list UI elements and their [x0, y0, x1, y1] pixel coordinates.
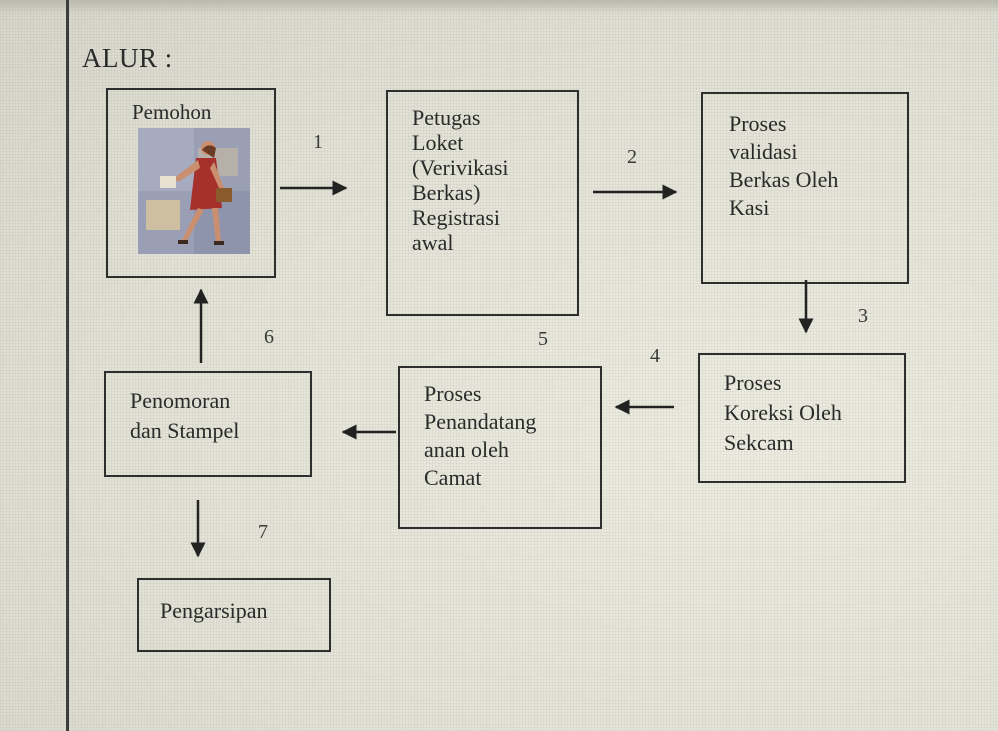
box-petugas-loket [386, 90, 579, 316]
box-pemohon [106, 88, 276, 278]
step-number-6: 6 [264, 326, 274, 348]
box-koreksi [698, 353, 906, 483]
step-number-1: 1 [313, 131, 323, 153]
box-validasi-text: Proses validasi Berkas Oleh Kasi [729, 111, 839, 220]
box-koreksi-text: Proses Koreksi Oleh Sekcam [724, 370, 842, 455]
box-pemohon-label: Pemohon [132, 100, 212, 124]
margin-line [66, 0, 69, 731]
box-penomoran [104, 371, 312, 477]
step-number-7: 7 [258, 521, 268, 543]
top-shade [0, 0, 998, 14]
step-number-4: 4 [650, 345, 660, 367]
box-penandatanganan [398, 366, 602, 529]
box-penandatanganan-text: Proses Penandatang anan oleh Camat [424, 381, 537, 490]
box-petugas-loket-text: Petugas Loket (Verivikasi Berkas) Regist… [412, 105, 509, 255]
woman-walking-image [138, 128, 250, 254]
box-penomoran-text: Penomoran dan Stampel [130, 388, 240, 443]
diagram-title: ALUR : [82, 43, 173, 73]
step-number-2: 2 [627, 146, 637, 168]
box-pengarsipan-text: Pengarsipan [160, 598, 268, 623]
step-number-3: 3 [858, 305, 868, 327]
box-pengarsipan [137, 578, 331, 652]
step-number-5: 5 [538, 328, 548, 350]
